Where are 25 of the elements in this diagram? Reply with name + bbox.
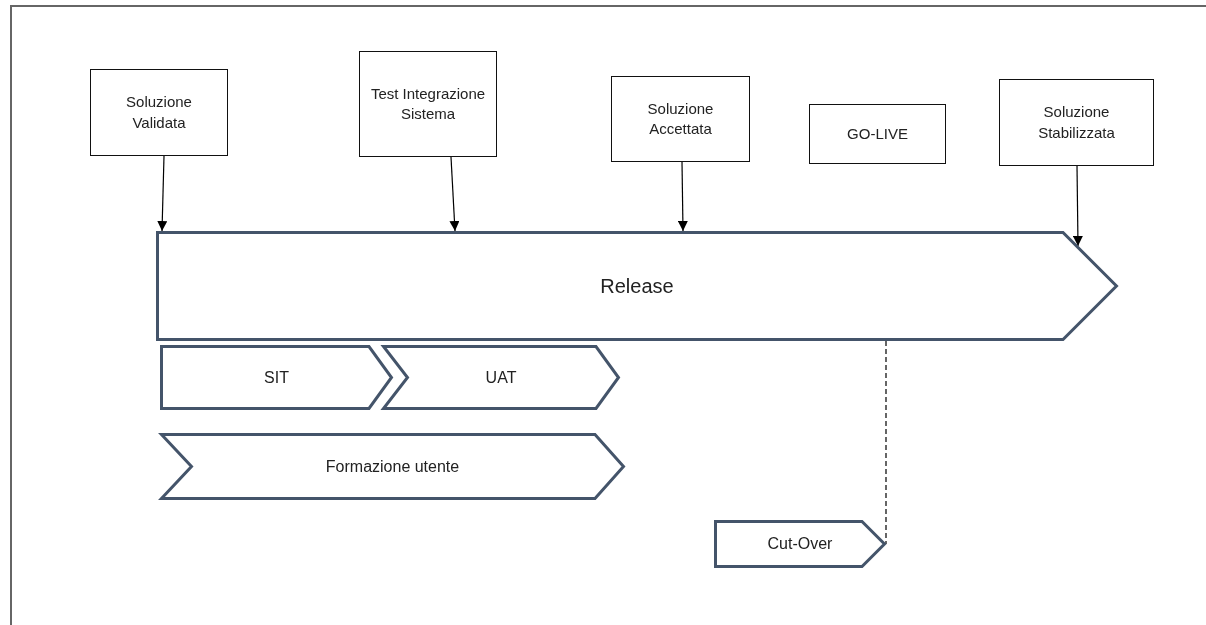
milestone-box (999, 79, 1154, 166)
arrow (157, 155, 168, 232)
milestone-box (359, 51, 497, 157)
milestone-label: Test Integrazione Sistema (369, 83, 487, 124)
milestone-label: Soluzione Accettata (646, 98, 715, 139)
phase-block (156, 231, 1118, 341)
phase-label: Release (600, 274, 674, 298)
milestone-box (611, 76, 750, 162)
milestone-box (809, 104, 946, 164)
phase-block (160, 345, 393, 410)
arrow (449, 156, 460, 232)
milestone-box (90, 69, 228, 156)
milestone-label: Soluzione Stabilizzata (1037, 102, 1116, 143)
milestone-label: GO-LIVE (846, 123, 909, 144)
phase-label: UAT (485, 368, 517, 387)
dashed-line (885, 340, 887, 545)
milestone-label: Soluzione Validata (125, 92, 193, 133)
phase-label: Formazione utente (325, 457, 460, 476)
phase-label: SIT (264, 368, 289, 387)
chevron-block (382, 345, 620, 410)
arrow (1072, 165, 1083, 247)
arrow (677, 161, 688, 232)
chevron-block (160, 433, 625, 500)
phase-block (714, 520, 886, 568)
phase-label: Cut-Over (767, 535, 833, 553)
